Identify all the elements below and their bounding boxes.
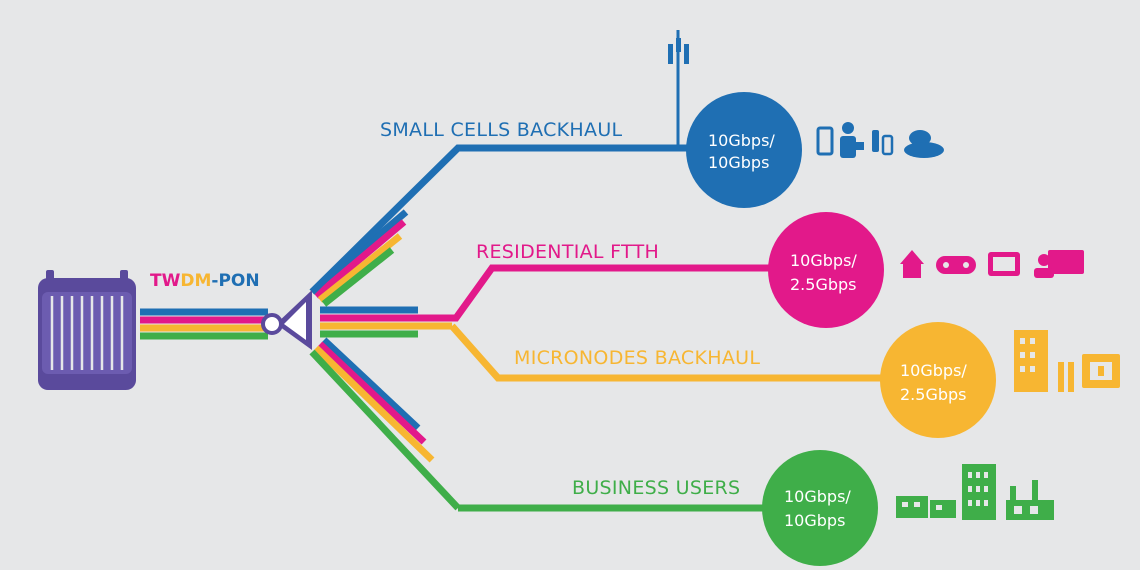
chat-icon	[904, 130, 944, 158]
micronodes-icons	[1014, 330, 1120, 392]
building-icon	[1014, 330, 1048, 392]
small-cells-icons	[816, 122, 944, 158]
branch-label-micronodes: MICRONODES BACKHAUL	[514, 347, 760, 369]
title-part-tw: TW	[150, 271, 181, 291]
olt-rack-icon	[38, 270, 136, 390]
branch-line-small-cells	[309, 144, 690, 295]
factory-icon	[1006, 480, 1054, 520]
house-icon	[900, 250, 924, 278]
branch-line-micronodes	[449, 323, 888, 382]
person-icon	[840, 122, 864, 158]
title-part-dm: DM	[180, 271, 211, 291]
title-part-pon: -PON	[211, 271, 259, 291]
business-icons	[896, 464, 1054, 520]
rate-residential-bottom: 2.5Gbps	[790, 275, 857, 294]
mobile-phone-icon	[816, 126, 834, 156]
rate-circle-micronodes: 10Gbps/ 2.5Gbps	[880, 322, 996, 438]
office-tower-icon	[962, 464, 996, 520]
splitter-icon	[261, 290, 312, 350]
phones-icon	[872, 130, 894, 156]
video-call-icon	[1034, 250, 1084, 278]
tower-icon	[668, 30, 689, 148]
diagram-title: TWDM-PON	[150, 271, 260, 291]
rate-business-bottom: 10Gbps	[784, 511, 845, 530]
rate-micronodes-bottom: 2.5Gbps	[900, 385, 967, 404]
rate-micronodes-top: 10Gbps/	[900, 361, 967, 380]
rate-circle-residential: 10Gbps/ 2.5Gbps	[768, 212, 884, 328]
rate-small-cells-top: 10Gbps/	[708, 131, 775, 150]
tv-icon	[988, 252, 1020, 276]
branch-line-residential	[418, 264, 778, 322]
lower-fiber-bundle	[309, 337, 461, 511]
rate-small-cells-bottom: 10Gbps	[708, 153, 769, 172]
middle-fiber-bundle	[320, 306, 452, 338]
rate-circle-small-cells: 10Gbps/ 10Gbps	[686, 92, 802, 208]
gamepad-icon	[936, 256, 976, 274]
branch-label-residential: RESIDENTIAL FTTH	[476, 241, 659, 263]
upper-fiber-bundle	[309, 209, 409, 307]
rate-circle-business: 10Gbps/ 10Gbps	[762, 450, 878, 566]
branch-label-small-cells: SMALL CELLS BACKHAUL	[380, 119, 623, 141]
branch-label-business: BUSINESS USERS	[572, 477, 740, 499]
residential-icons	[900, 250, 1084, 278]
shops-icon	[896, 496, 956, 518]
panel-icon	[1082, 354, 1120, 388]
pillar-icon	[1058, 362, 1074, 392]
rate-business-top: 10Gbps/	[784, 487, 851, 506]
feeder-fiber-bundle	[140, 308, 268, 340]
rate-residential-top: 10Gbps/	[790, 251, 857, 270]
